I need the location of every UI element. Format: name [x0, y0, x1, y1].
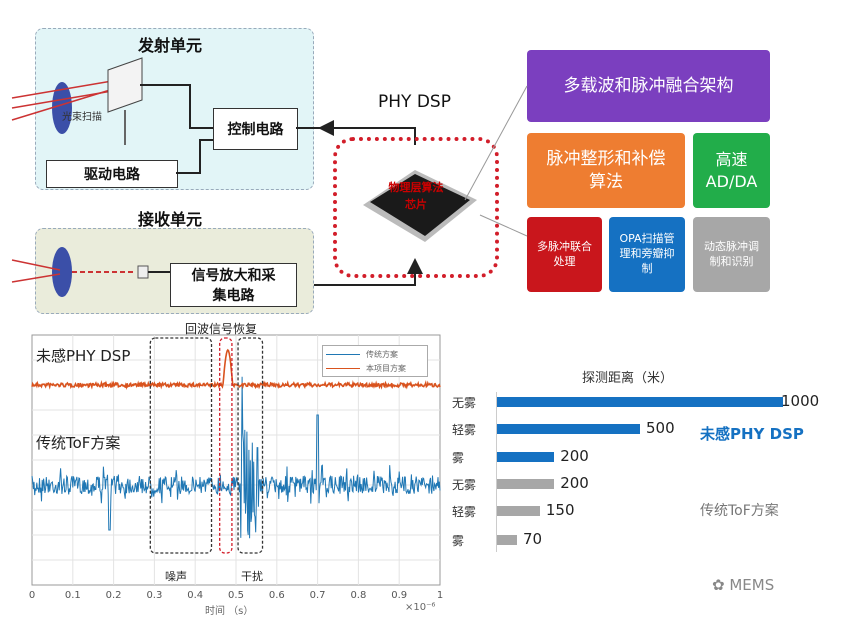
x-tick-label: 0.1: [65, 590, 81, 601]
bar: [497, 424, 640, 434]
bar-category-label: 无雾: [452, 476, 476, 493]
wechat-watermark: ✿ MEMS: [712, 576, 774, 594]
bar: [497, 535, 517, 545]
x-tick-label: 0.5: [228, 590, 244, 601]
x-tick-label: 0.3: [146, 590, 162, 601]
noise-label: 噪声: [165, 568, 187, 584]
bar-category-label: 无雾: [452, 394, 476, 411]
bar: [497, 397, 783, 407]
x-tick-label: 0.7: [310, 590, 326, 601]
interference-label: 干扰: [241, 568, 263, 584]
bar: [497, 506, 540, 516]
bar-value-label: 70: [523, 530, 542, 548]
legend-item-project: 本项目方案: [366, 363, 406, 374]
watermark-text: MEMS: [729, 576, 774, 594]
bar-value-label: 200: [560, 447, 589, 465]
legend: 传统方案 本项目方案: [322, 345, 428, 377]
bar-axis: [496, 392, 497, 552]
x-tick-label: 1: [437, 590, 443, 601]
x-tick-label: 0: [29, 590, 35, 601]
x-tick-label: 0.6: [269, 590, 285, 601]
x-tick-label: 0.4: [187, 590, 203, 601]
bar-category-label: 轻雾: [452, 503, 476, 520]
bar: [497, 452, 554, 462]
series-label-tof: 传统ToF方案: [700, 500, 779, 520]
bar-category-label: 轻雾: [452, 421, 476, 438]
x-tick-label: 0.2: [106, 590, 122, 601]
label-dsp: 未感PHY DSP: [36, 345, 130, 366]
series-label-dsp: 未感PHY DSP: [700, 423, 804, 444]
x-tick-label: 0.8: [350, 590, 366, 601]
bar-value-label: 150: [546, 501, 575, 519]
label-tof: 传统ToF方案: [36, 432, 120, 453]
legend-item-traditional: 传统方案: [366, 349, 398, 360]
bar-category-label: 雾: [452, 449, 464, 466]
x-axis-scale: ×10⁻⁶: [405, 602, 435, 613]
callout-lines: [0, 0, 845, 320]
x-tick-label: 0.9: [391, 590, 407, 601]
bar-value-label: 200: [560, 474, 589, 492]
bar: [497, 479, 554, 489]
bar-chart-title: 探测距离（米）: [582, 367, 673, 386]
bar-value-label: 1000: [781, 392, 819, 410]
x-axis-label: 时间 （s）: [205, 602, 253, 617]
bar-category-label: 雾: [452, 532, 464, 549]
bar-value-label: 500: [646, 419, 675, 437]
